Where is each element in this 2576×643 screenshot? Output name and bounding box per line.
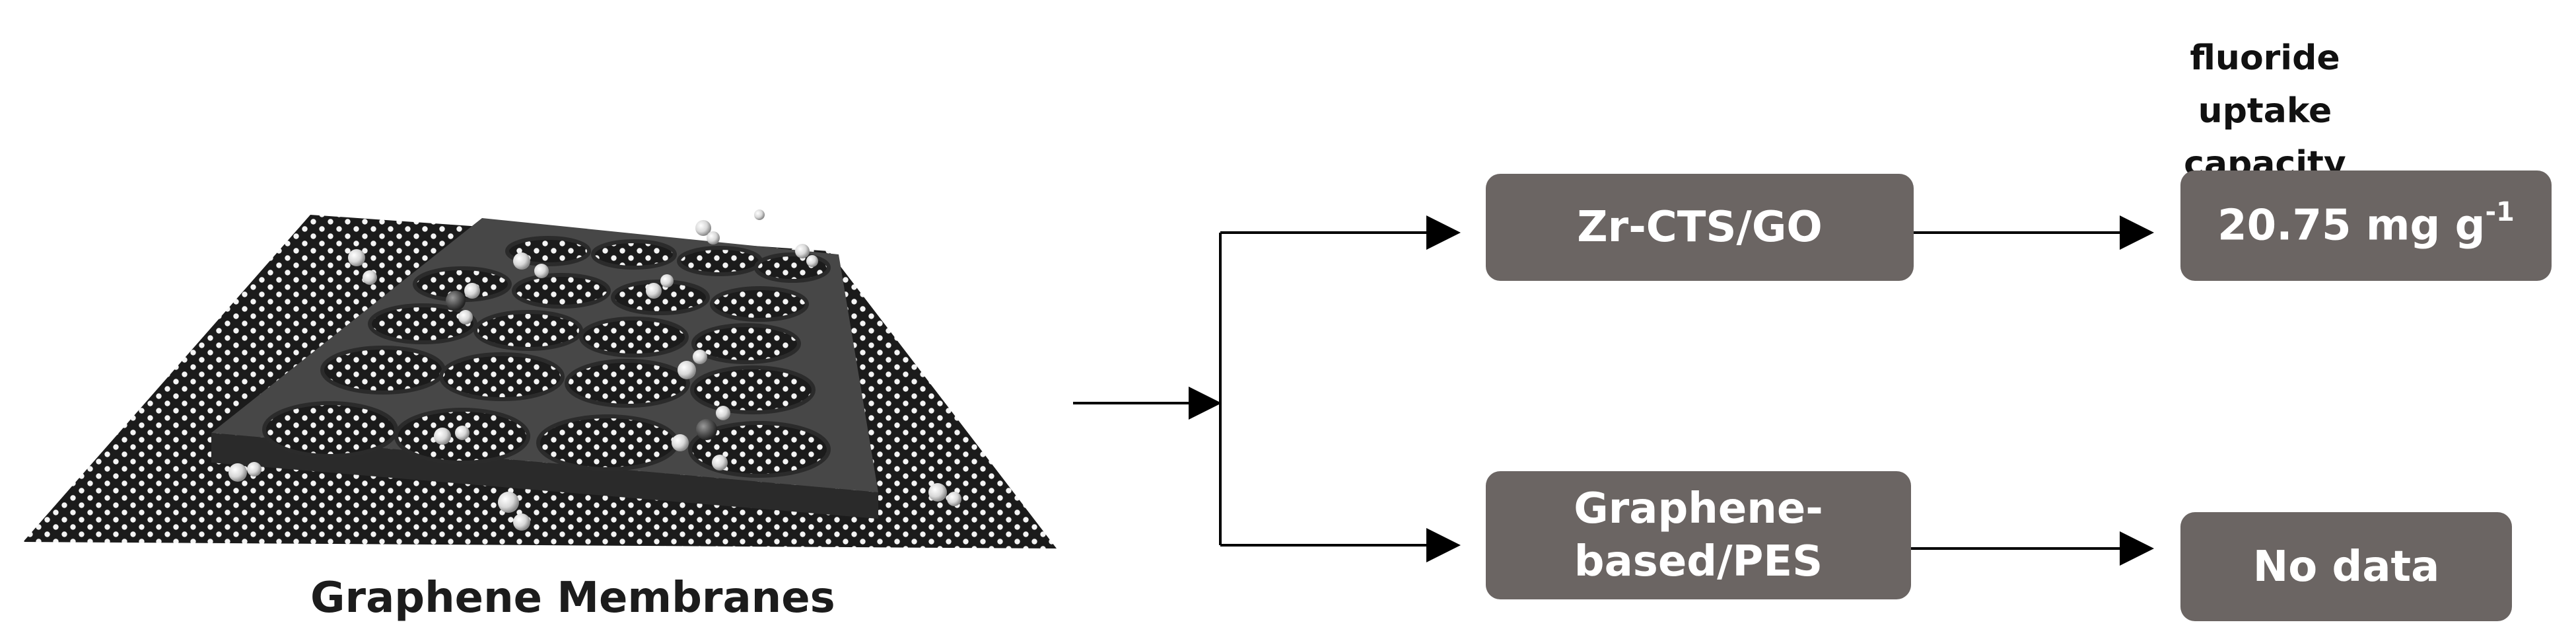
capacity-header-line1: fluoride uptake	[2190, 38, 2340, 131]
graphene-pes-label-line2: based/PES	[1574, 537, 1823, 586]
zr-arrowhead	[1426, 215, 1461, 250]
no-data-arrowhead	[2120, 531, 2154, 566]
input-arrowhead	[1189, 387, 1222, 420]
capacity-value-text: 20.75 mg g	[2217, 201, 2486, 250]
graphene-pes-box: Graphene- based/PES	[1486, 471, 1911, 599]
zr-cts-go-box: Zr-CTS/GO	[1486, 174, 1914, 281]
no-data-label: No data	[2252, 542, 2440, 591]
no-data-box: No data	[2180, 512, 2512, 621]
graphene-pes-label-line1: Graphene-	[1574, 484, 1823, 533]
graphene-membrane-illustration	[23, 209, 1057, 548]
capacity-value-box: 20.75 mg g-1	[2180, 170, 2552, 281]
capacity-value: 20.75 mg g-1	[2217, 197, 2515, 250]
molecules	[228, 209, 961, 531]
illustration-caption: Graphene Membranes	[310, 574, 835, 623]
pes-arrowhead	[1426, 528, 1461, 562]
capacity-exponent: -1	[2485, 197, 2515, 228]
capacity-arrowhead	[2120, 215, 2154, 250]
membrane-side-wall	[211, 433, 878, 519]
capacity-header: fluoride uptake capacity	[2146, 32, 2384, 190]
zr-cts-go-label: Zr-CTS/GO	[1577, 203, 1823, 252]
